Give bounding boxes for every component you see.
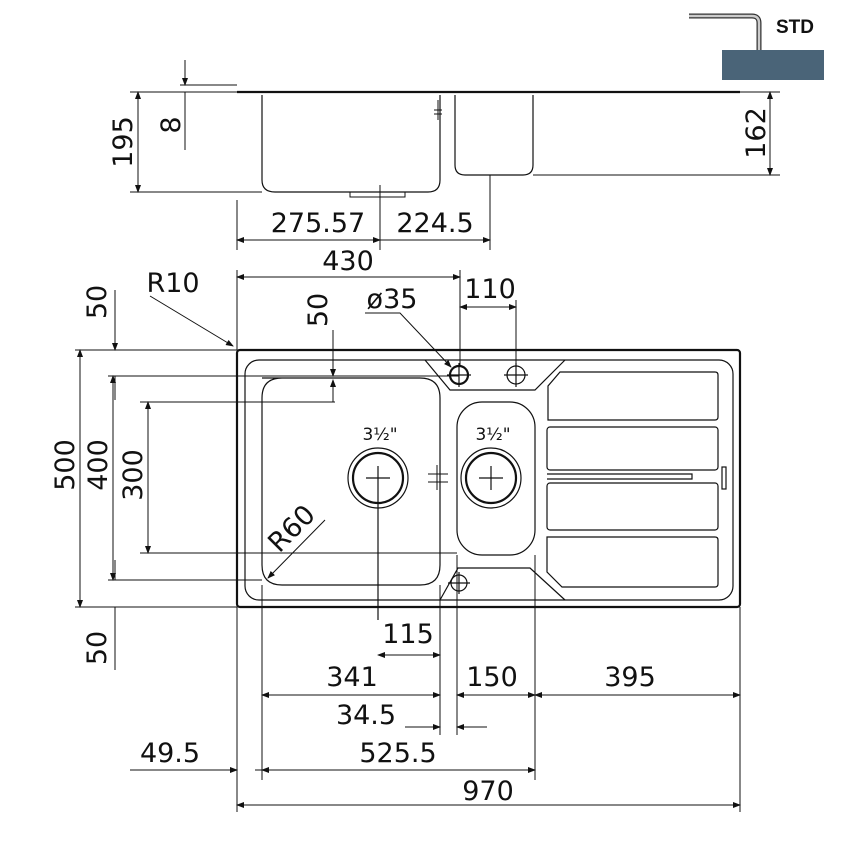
main-waste-icon (347, 447, 409, 620)
tap-hole-icon (447, 363, 471, 387)
dim-50-bowl: 50 (303, 293, 334, 327)
small-waste-icon (460, 447, 522, 509)
dim-r10: R10 (146, 268, 199, 299)
dim-525-5: 525.5 (359, 738, 436, 769)
waste-size-small: 3½" (475, 425, 510, 445)
dim-500: 500 (50, 439, 81, 491)
dim-115: 115 (382, 619, 434, 650)
dim-110: 110 (464, 274, 516, 305)
std-legend: STD (689, 13, 824, 80)
optional-tap-hole-icon (504, 363, 528, 387)
side-view: 195 8 162 275.57 224.5 (108, 60, 780, 250)
dim-224-5: 224.5 (396, 208, 473, 239)
dim-50-top: 50 (82, 285, 113, 319)
std-label: STD (776, 17, 814, 38)
dim-tap-diameter: ø35 (367, 284, 418, 315)
dim-300: 300 (118, 449, 149, 501)
dim-162: 162 (741, 107, 772, 159)
main-bowl (261, 377, 441, 586)
dim-8: 8 (156, 116, 187, 133)
dim-50-bottom: 50 (82, 631, 113, 665)
dim-34-5: 34.5 (336, 700, 396, 731)
dim-970: 970 (462, 776, 514, 807)
dim-195: 195 (108, 116, 139, 168)
countertop-swatch (722, 50, 824, 80)
dim-400: 400 (83, 439, 114, 491)
overflow-hole-icon (448, 572, 470, 594)
dim-49-5: 49.5 (140, 738, 200, 769)
small-bowl (456, 401, 536, 556)
waste-size-main: 3½" (362, 425, 397, 445)
dim-r60: R60 (262, 499, 321, 558)
dim-341: 341 (326, 662, 378, 693)
dim-430: 430 (322, 246, 374, 277)
dim-150: 150 (466, 662, 518, 693)
dim-275-57: 275.57 (271, 208, 365, 239)
dim-395: 395 (604, 662, 656, 693)
plan-view: 3½" 3½" 430 110 ø35 R10 50 50 500 400 (50, 246, 742, 812)
